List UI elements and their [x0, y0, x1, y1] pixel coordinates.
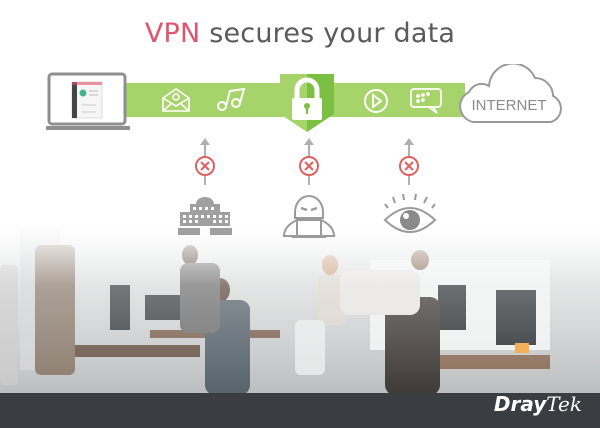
blocked-arrow-icon	[399, 138, 419, 185]
headline-accent: VPN	[144, 18, 201, 49]
threat-hacker	[294, 135, 324, 195]
eye-surveillance-icon	[382, 192, 438, 241]
footer-bar	[0, 393, 600, 428]
music-icon	[216, 87, 246, 117]
internet-cloud: INTERNET	[455, 62, 567, 131]
threat-government	[190, 135, 220, 195]
laptop-icon	[46, 72, 130, 135]
hacker-icon	[280, 190, 338, 245]
headline: VPN secures your data	[0, 18, 600, 49]
internet-label: INTERNET	[472, 97, 547, 114]
lock-shield-icon	[278, 72, 336, 139]
chat-icon	[409, 87, 443, 120]
draytek-logo: DrayTek	[493, 392, 582, 416]
office-photo	[0, 225, 600, 398]
blocked-arrow-icon	[299, 138, 319, 185]
government-building-icon	[176, 194, 234, 241]
email-icon	[161, 87, 191, 118]
blocked-arrow-icon	[195, 138, 215, 185]
threat-surveillance	[394, 135, 424, 195]
play-icon	[363, 88, 389, 119]
headline-rest: secures your data	[209, 18, 456, 49]
